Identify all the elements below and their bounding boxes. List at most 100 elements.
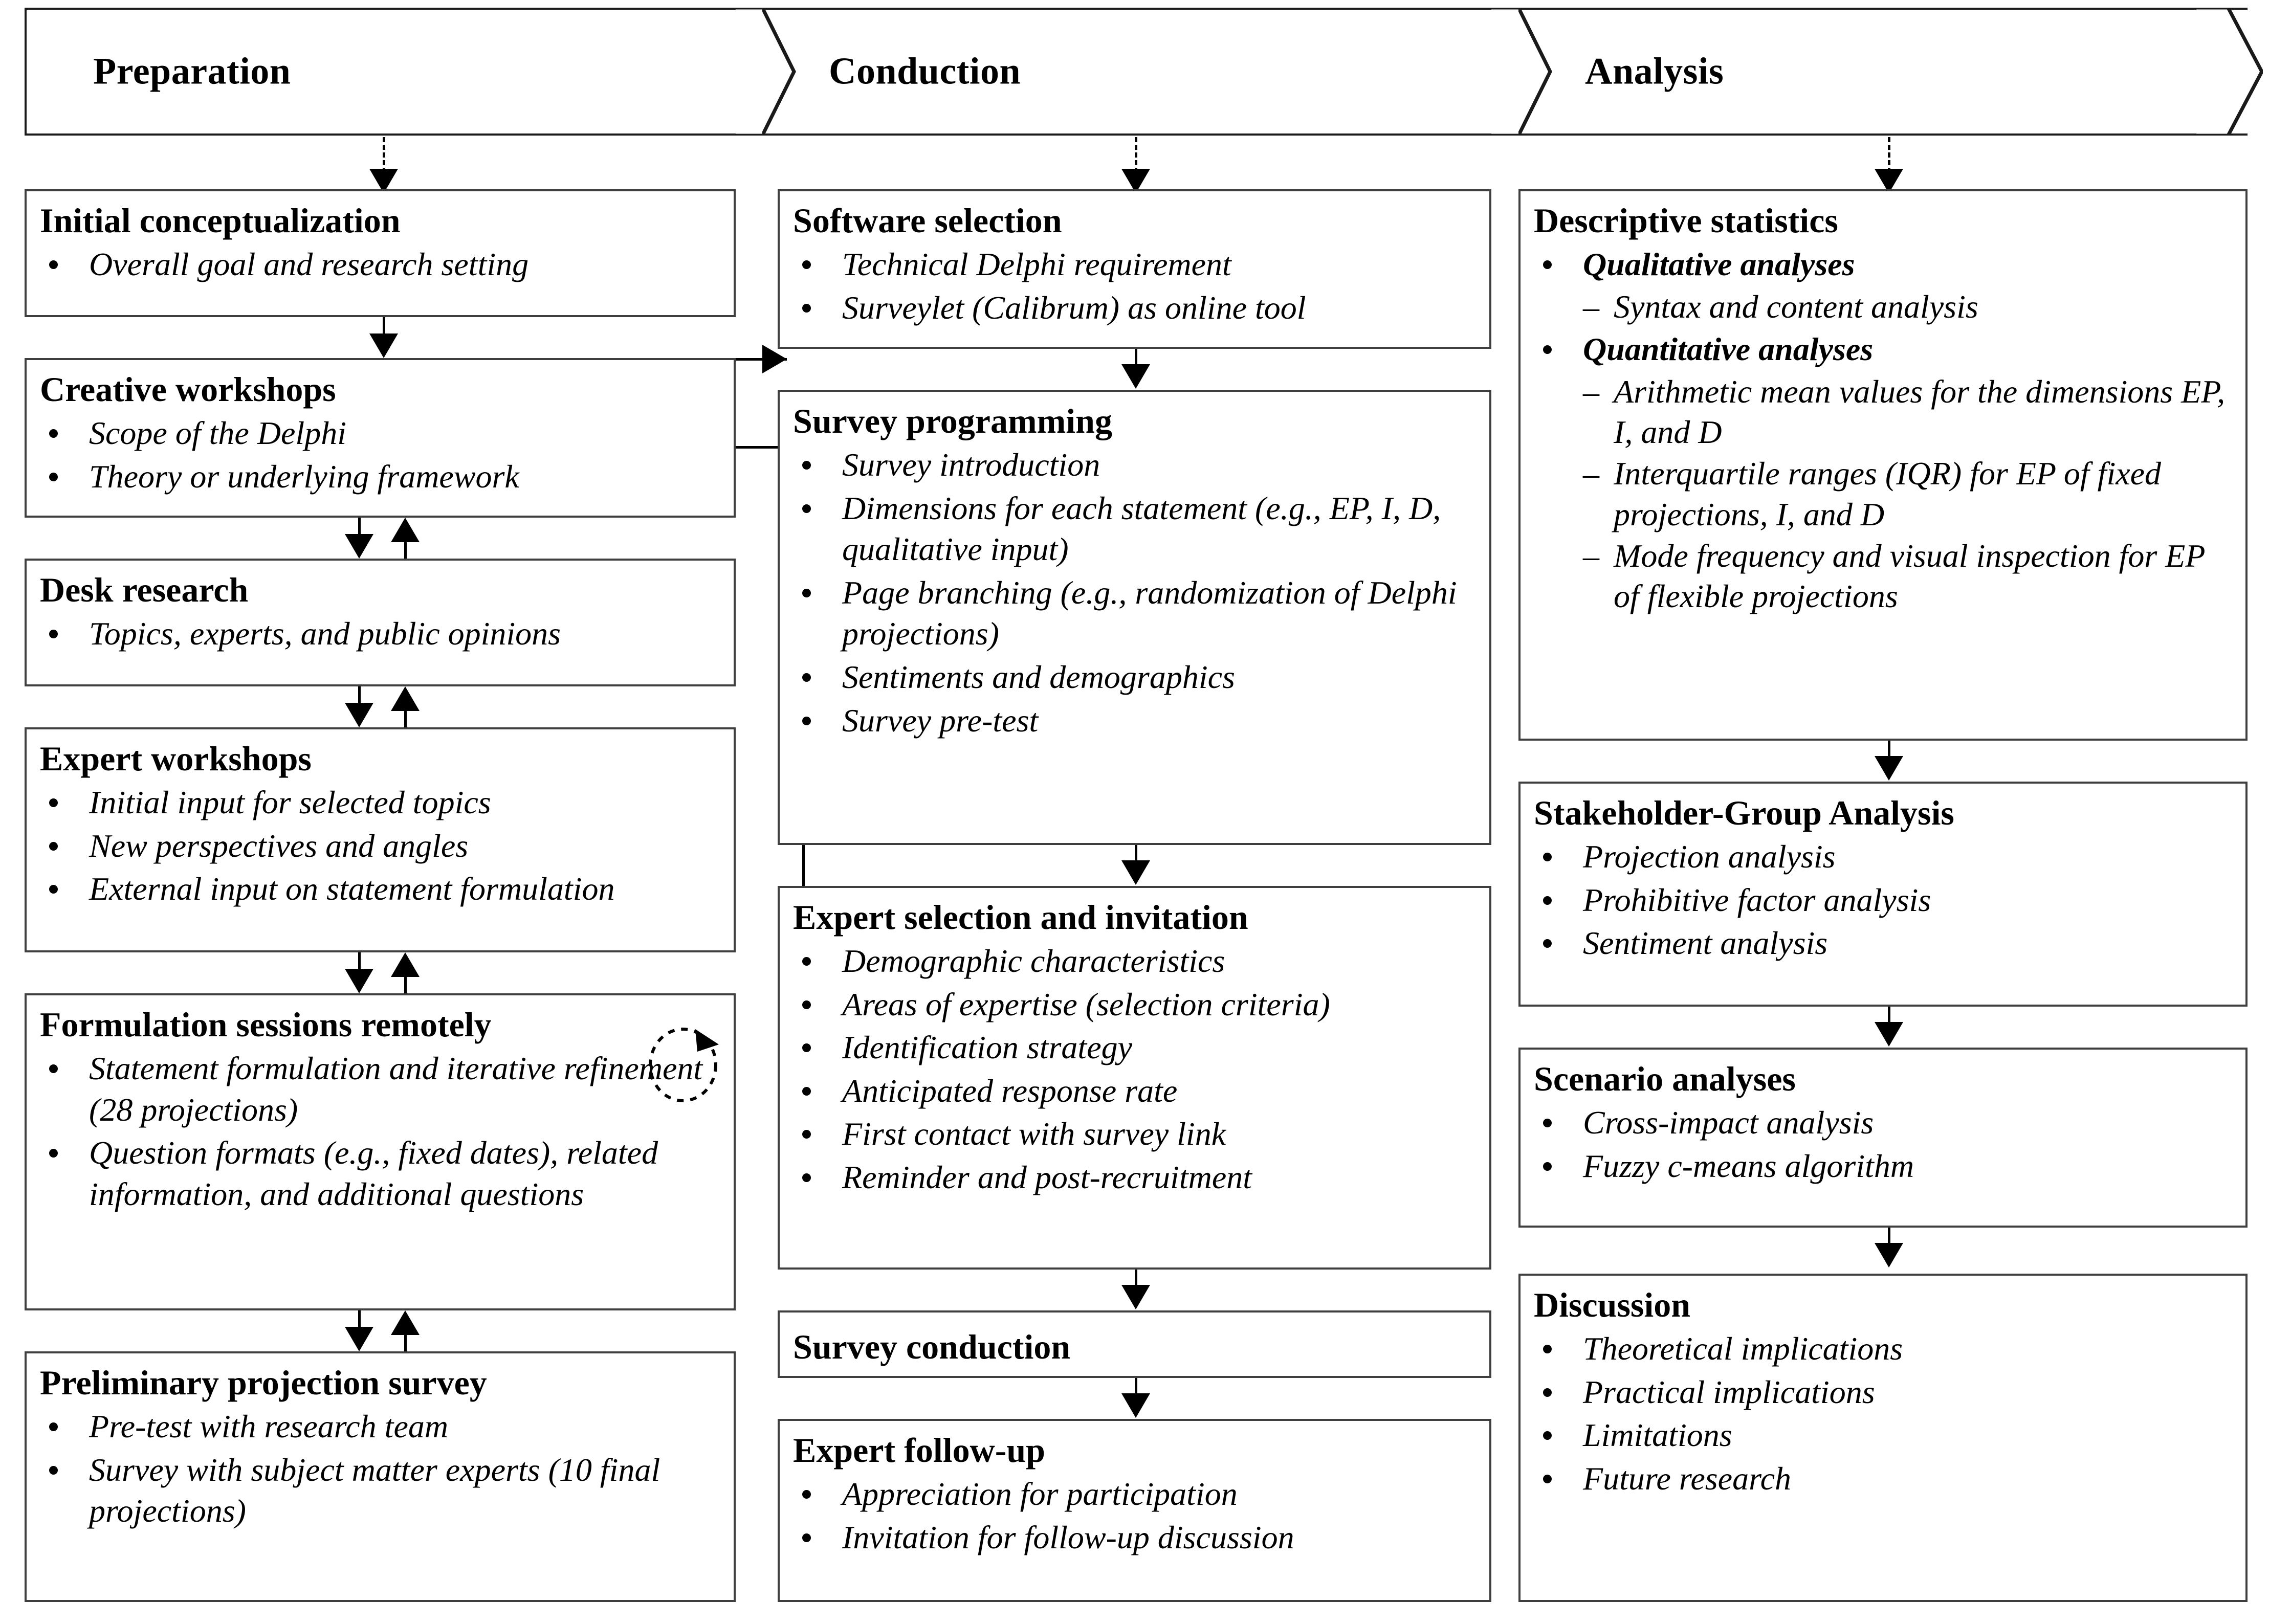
- list-item: Sentiment analysis: [1534, 923, 2232, 964]
- connector-cond-4-5: [1135, 1378, 1137, 1398]
- list-item: External input on statement formulation: [40, 869, 720, 910]
- list-item: Theoretical implications: [1534, 1328, 2232, 1370]
- list-item-label: Cross-impact analysis: [1583, 1104, 1874, 1141]
- connector-prep-4-3-up: [404, 701, 407, 727]
- arrowhead-prep-3-2-up: [391, 518, 420, 542]
- process-box-preliminary-projection-survey[interactable]: Preliminary projection survey Pre-test w…: [25, 1351, 736, 1602]
- bullet-dot-icon: [1543, 1344, 1552, 1353]
- arrowhead-ana-2-3: [1875, 1022, 1903, 1047]
- list-item: Limitations: [1534, 1415, 2232, 1456]
- connector-ana-2-3: [1888, 1007, 1890, 1027]
- entry-connector-conduction: [1135, 137, 1137, 173]
- circular-refresh-icon-svg: [649, 1028, 719, 1102]
- process-box-initial-conceptualization[interactable]: Initial conceptualization Overall goal a…: [25, 189, 736, 317]
- list-item: Pre-test with research team: [40, 1406, 720, 1448]
- bullet-dot-icon: [802, 1043, 811, 1053]
- list-item-label: Technical Delphi requirement: [842, 246, 1231, 282]
- process-box-survey-conduction[interactable]: Survey conduction: [778, 1310, 1491, 1378]
- bullet-dot-icon: [49, 1422, 58, 1431]
- box-title: Creative workshops: [40, 370, 336, 409]
- sub-bullet-list: –Syntax and content analysis: [1583, 286, 2232, 327]
- list-item-label: Limitations: [1583, 1417, 1732, 1454]
- sub-list-item-label: Syntax and content analysis: [1614, 288, 1978, 325]
- process-box-descriptive-statistics[interactable]: Descriptive statistics Qualitative analy…: [1518, 189, 2248, 741]
- arrowhead-prep-4-3-up: [391, 686, 420, 711]
- sub-list-item-label: Arithmetic mean values for the dimension…: [1614, 373, 2226, 450]
- box-title: Survey conduction: [793, 1327, 1071, 1366]
- arrowhead-cond-2-3: [1121, 860, 1150, 885]
- list-item: Qualitative analyses –Syntax and content…: [1534, 244, 2232, 327]
- list-item-label: Sentiments and demographics: [842, 659, 1235, 696]
- arrowhead-cond-1-2: [1121, 364, 1150, 389]
- box-title: Discussion: [1534, 1285, 1691, 1324]
- bullet-dot-icon: [802, 716, 811, 725]
- list-item: Theory or underlying framework: [40, 456, 720, 498]
- process-box-scenario-analyses[interactable]: Scenario analyses Cross-impact analysis …: [1518, 1048, 2248, 1228]
- bullet-dot-icon: [802, 504, 811, 513]
- sub-list-item: –Arithmetic mean values for the dimensio…: [1583, 371, 2232, 453]
- bullet-dot-icon: [49, 429, 58, 438]
- list-item: Practical implications: [1534, 1372, 2232, 1413]
- bullet-dot-icon: [802, 588, 811, 597]
- process-box-discussion[interactable]: Discussion Theoretical implications Prac…: [1518, 1274, 2248, 1602]
- list-item-label: External input on statement formulation: [89, 871, 615, 907]
- bullet-list: Statement formulation and iterative refi…: [40, 1048, 720, 1215]
- bullet-dot-icon: [1543, 939, 1552, 948]
- list-item-label: Future research: [1583, 1460, 1791, 1497]
- list-item: Topics, experts, and public opinions: [40, 613, 720, 655]
- list-item: Overall goal and research setting: [40, 244, 720, 285]
- arrowhead-creative-to-software: [762, 345, 787, 373]
- process-box-creative-workshops[interactable]: Creative workshops Scope of the Delphi T…: [25, 358, 736, 518]
- bullet-list: Cross-impact analysis Fuzzy c-means algo…: [1534, 1102, 2232, 1187]
- list-item-label: Projection analysis: [1583, 838, 1836, 875]
- cross-connector-creative-to-expertsel-top: [736, 446, 805, 449]
- process-box-desk-research[interactable]: Desk research Topics, experts, and publi…: [25, 559, 736, 686]
- box-title: Preliminary projection survey: [40, 1363, 487, 1402]
- bullet-dot-icon: [802, 260, 811, 269]
- connector-cond-3-4: [1135, 1270, 1137, 1290]
- process-box-survey-programming[interactable]: Survey programming Survey introduction D…: [778, 390, 1491, 845]
- bullet-dot-icon: [1543, 345, 1552, 354]
- box-title: Survey programming: [793, 402, 1112, 440]
- list-item-label: Initial input for selected topics: [89, 784, 491, 820]
- process-box-formulation-sessions-remotely[interactable]: Formulation sessions remotely Statement …: [25, 993, 736, 1310]
- list-item-label: Prohibitive factor analysis: [1583, 881, 1931, 918]
- bullet-dot-icon: [1543, 1474, 1552, 1483]
- list-item-label: Theory or underlying framework: [89, 458, 519, 495]
- arrowhead-ana-3-4: [1875, 1243, 1903, 1267]
- bullet-dot-icon: [802, 1130, 811, 1139]
- en-dash-icon: –: [1583, 538, 1599, 574]
- bullet-dot-icon: [1543, 1162, 1552, 1171]
- process-box-expert-selection-and-invitation[interactable]: Expert selection and invitation Demograp…: [778, 886, 1491, 1270]
- box-title: Stakeholder-Group Analysis: [1534, 793, 1954, 832]
- bullet-list: Theoretical implications Practical impli…: [1534, 1328, 2232, 1500]
- bullet-dot-icon: [49, 885, 58, 894]
- bullet-list: Overall goal and research setting: [40, 244, 720, 285]
- process-box-software-selection[interactable]: Software selection Technical Delphi requ…: [778, 189, 1491, 349]
- bullet-list: Survey introduction Dimensions for each …: [793, 444, 1476, 741]
- connector-prep-4-5-down: [358, 952, 361, 979]
- list-item-label: Fuzzy c-means algorithm: [1583, 1147, 1914, 1184]
- connector-prep-1-2: [383, 317, 385, 339]
- list-item: Identification strategy: [793, 1027, 1476, 1069]
- box-title: Descriptive statistics: [1534, 201, 1838, 240]
- bullet-list: Projection analysis Prohibitive factor a…: [1534, 836, 2232, 964]
- list-item-label: Practical implications: [1583, 1373, 1875, 1410]
- arrowhead-prep-5-6-down: [345, 1327, 373, 1351]
- arrowhead-prep-5-4-up: [391, 952, 420, 977]
- process-box-expert-follow-up[interactable]: Expert follow-up Appreciation for partic…: [778, 1419, 1491, 1602]
- list-item: Demographic characteristics: [793, 941, 1476, 982]
- sub-list-item-label: Mode frequency and visual inspection for…: [1614, 538, 2205, 615]
- list-item: Initial input for selected topics: [40, 782, 720, 824]
- process-box-expert-workshops[interactable]: Expert workshops Initial input for selec…: [25, 727, 736, 952]
- arrowhead-prep-3-4-down: [345, 703, 373, 727]
- bullet-list: Technical Delphi requirement Surveylet (…: [793, 244, 1476, 328]
- list-item: Survey with subject matter experts (10 f…: [40, 1450, 720, 1532]
- process-box-stakeholder-group-analysis[interactable]: Stakeholder-Group Analysis Projection an…: [1518, 782, 2248, 1007]
- list-item-label: Qualitative analyses: [1583, 246, 1855, 282]
- list-item: Areas of expertise (selection criteria): [793, 984, 1476, 1026]
- bullet-dot-icon: [1543, 1388, 1552, 1397]
- list-item: Appreciation for participation: [793, 1474, 1476, 1515]
- sub-list-item: –Syntax and content analysis: [1583, 286, 2232, 327]
- phase-band-conduction: Conduction: [762, 8, 1491, 136]
